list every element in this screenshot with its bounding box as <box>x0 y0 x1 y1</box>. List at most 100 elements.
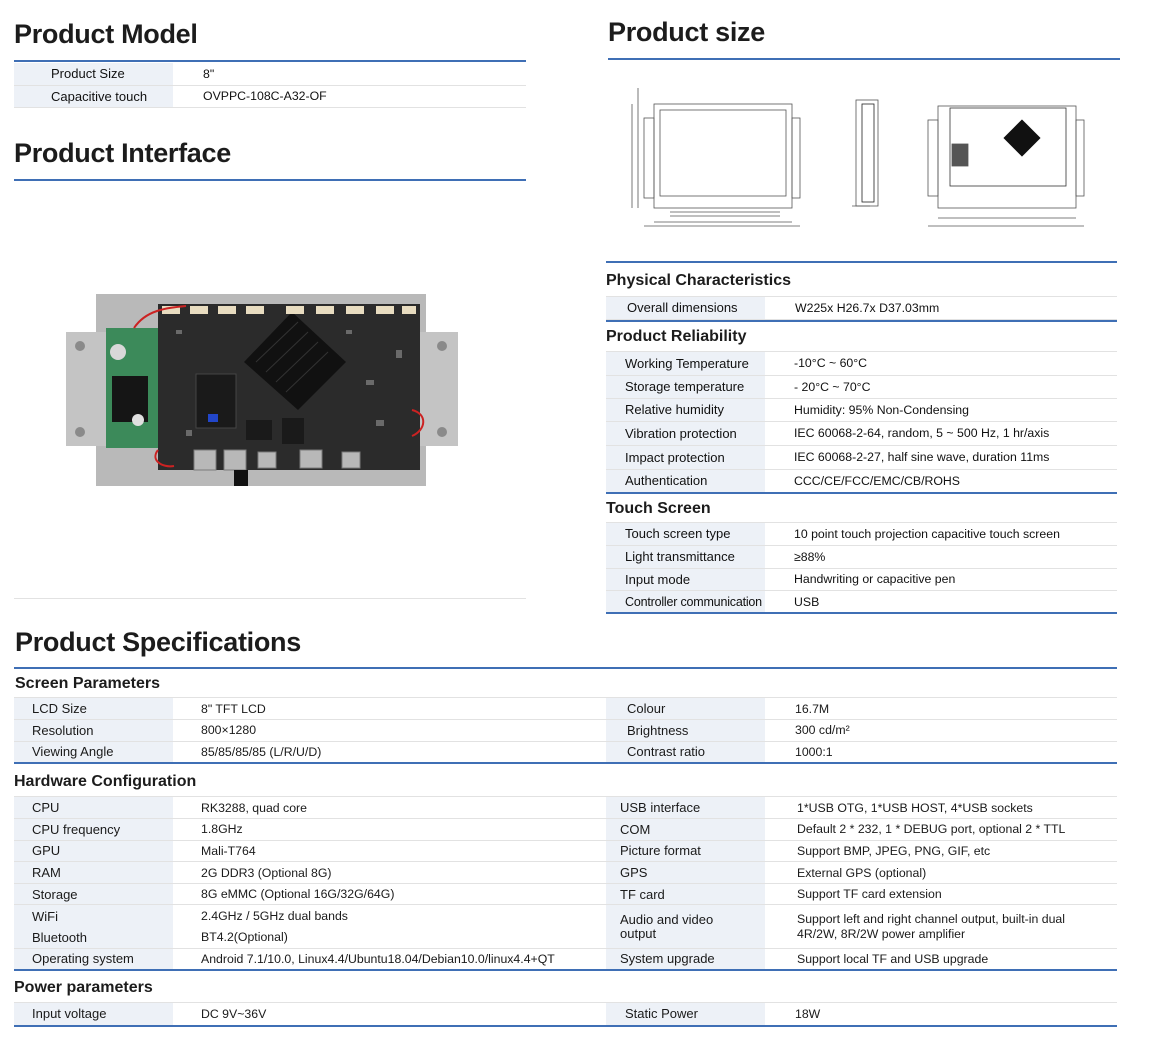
row-value: 16.7M <box>765 698 1117 721</box>
row-label: RAM <box>14 861 173 884</box>
table-row: Overall dimensions W225x H26.7x D37.03mm <box>606 297 1117 320</box>
row-label: Product Size <box>14 63 173 86</box>
table-row: Bluetooth BT4.2(Optional) <box>14 926 1117 949</box>
specs-title: Product Specifications <box>15 627 301 657</box>
table-row: Resolution 800×1280 Brightness 300 cd/m² <box>14 719 1117 742</box>
row-label: GPU <box>14 840 173 863</box>
row-label: Capacitive touch <box>14 85 173 108</box>
power-table: Input voltage DC 9V~36V Static Power 18W <box>14 1003 1117 1025</box>
row-label: Input voltage <box>14 1003 173 1025</box>
row-value: Android 7.1/10.0, Linux4.4/Ubuntu18.04/D… <box>173 948 606 971</box>
physical-title: Physical Characteristics <box>606 272 791 289</box>
hardware-title: Hardware Configuration <box>14 773 197 790</box>
row-label: Working Temperature <box>606 352 765 376</box>
row-value: 8" TFT LCD <box>173 698 606 721</box>
row-label: Brightness <box>606 719 765 742</box>
reliability-title: Product Reliability <box>606 328 747 345</box>
row-label: Picture format <box>606 840 765 863</box>
row-label: TF card <box>606 883 765 906</box>
row-label: Impact protection <box>606 445 765 470</box>
row-label: Bluetooth <box>14 926 173 949</box>
product-model-table: Product Size 8" Capacitive touch OVPPC-1… <box>14 63 526 108</box>
row-value: 800×1280 <box>173 719 606 742</box>
row-label: Colour <box>606 698 765 721</box>
row-value: Support BMP, JPEG, PNG, GIF, etc <box>765 840 1117 863</box>
row-value: RK3288, quad core <box>173 797 606 820</box>
row-label: GPS <box>606 861 765 884</box>
power-bottom-rule <box>14 1025 1117 1027</box>
screen-params-table: LCD Size 8" TFT LCD Colour 16.7M Resolut… <box>14 698 1117 764</box>
row-value: IEC 60068-2-27, half sine wave, duration… <box>765 445 1117 470</box>
table-row: LCD Size 8" TFT LCD Colour 16.7M <box>14 698 1117 721</box>
table-row: CPU RK3288, quad core USB interface 1*US… <box>14 797 1117 820</box>
interface-bottom-divider <box>14 598 526 599</box>
product-model-title: Product Model <box>14 19 198 49</box>
power-title: Power parameters <box>14 979 153 996</box>
row-value: CCC/CE/FCC/EMC/CB/ROHS <box>765 469 1117 493</box>
row-label: Light transmittance <box>606 545 765 569</box>
row-value: DC 9V~36V <box>201 1006 267 1021</box>
specs-rule <box>14 667 1117 669</box>
row-value: 300 cd/m² <box>765 719 1117 742</box>
row-label: LCD Size <box>14 698 173 721</box>
table-row: GPU Mali-T764 Picture format Support BMP… <box>14 840 1117 863</box>
row-label: Storage <box>14 883 173 906</box>
row-label: Relative humidity <box>606 398 765 422</box>
row-value: USB <box>765 590 1117 614</box>
row-value: 2.4GHz / 5GHz dual bands <box>201 909 348 924</box>
row-label: Audio and video output <box>606 904 765 949</box>
table-row: Light transmittance≥88% <box>606 545 1117 569</box>
row-label: COM <box>606 818 765 841</box>
row-value: External GPS (optional) <box>765 861 1117 884</box>
row-label: Resolution <box>14 719 173 742</box>
touch-bottom-rule <box>606 612 1117 614</box>
row-label: Input mode <box>606 568 765 591</box>
touch-title: Touch Screen <box>606 500 711 517</box>
row-value: Mali-T764 <box>173 840 606 863</box>
row-label: Authentication <box>606 469 765 493</box>
hardware-table: CPU RK3288, quad core USB interface 1*US… <box>14 797 1117 971</box>
hardware-top-divider <box>14 796 1117 797</box>
power-top-divider <box>14 1002 1117 1003</box>
screen-top-divider <box>14 697 1117 698</box>
table-row: RAM 2G DDR3 (Optional 8G) GPS External G… <box>14 861 1117 884</box>
product-size-title: Product size <box>608 17 765 47</box>
row-label: Controller communication <box>606 590 765 614</box>
row-label: Storage temperature <box>606 375 765 399</box>
row-label: System upgrade <box>606 948 765 971</box>
row-value: OVPPC-108C-A32-OF <box>173 85 526 108</box>
row-value: 1000:1 <box>765 741 1117 764</box>
row-value: 1*USB OTG, 1*USB HOST, 4*USB sockets <box>765 797 1117 820</box>
table-row: Product Size 8" <box>14 63 526 86</box>
dimension-drawing <box>631 88 1085 227</box>
product-model-rule <box>14 60 526 62</box>
physical-rule <box>606 261 1117 263</box>
row-label: Vibration protection <box>606 421 765 446</box>
row-label: Viewing Angle <box>14 741 173 764</box>
table-row: Operating system Android 7.1/10.0, Linux… <box>14 948 1117 971</box>
table-row: WiFi 2.4GHz / 5GHz dual bands Audio and … <box>14 904 1117 949</box>
table-row: Working Temperature-10°C ~ 60°C <box>606 352 1117 376</box>
product-interface-title: Product Interface <box>14 138 231 168</box>
row-value: 2G DDR3 (Optional 8G) <box>173 861 606 884</box>
table-row: Input voltage DC 9V~36V Static Power 18W <box>14 1003 1117 1025</box>
row-label: CPU <box>14 797 173 820</box>
row-label: WiFi <box>14 904 173 927</box>
row-label: Touch screen type <box>606 523 765 546</box>
row-label: Contrast ratio <box>606 741 765 764</box>
touch-top-divider <box>606 522 1117 523</box>
table-row: Capacitive touch OVPPC-108C-A32-OF <box>14 85 526 108</box>
table-row: CPU frequency 1.8GHz COM Default 2 * 232… <box>14 818 1117 841</box>
row-value: 1.8GHz <box>173 818 606 841</box>
reliability-table: Working Temperature-10°C ~ 60°C Storage … <box>606 352 1117 493</box>
product-size-rule <box>608 58 1120 60</box>
row-value: - 20°C ~ 70°C <box>765 375 1117 399</box>
row-value: W225x H26.7x D37.03mm <box>765 297 1117 320</box>
row-value: BT4.2(Optional) <box>173 926 606 949</box>
row-value: Support left and right channel output, b… <box>765 904 1117 949</box>
